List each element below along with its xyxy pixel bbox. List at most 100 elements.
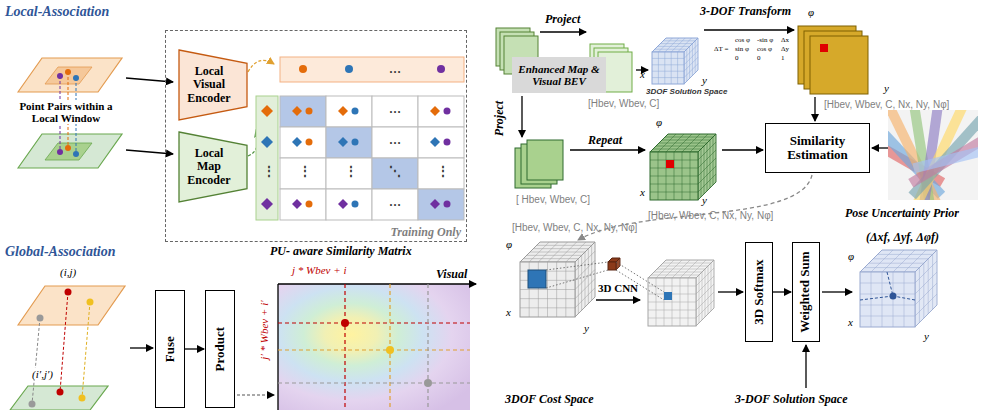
tensor-cube: [591, 245, 592, 300]
tensor-cube: [882, 250, 904, 272]
dashed-link: [237, 394, 274, 395]
annotation-text: Project: [492, 100, 507, 135]
point-dot: [65, 145, 71, 151]
tensor-cube: [659, 143, 707, 144]
tensor-cube: [663, 40, 695, 41]
annotation-text: …: [389, 62, 401, 77]
tensor-cube: [904, 250, 926, 272]
tensor-cube: [710, 140, 711, 188]
similarity-grid: [338, 199, 348, 209]
encoder-block: Local Visual Encoder: [178, 49, 248, 121]
similarity-grid: [352, 108, 359, 115]
tensor-cube: [662, 140, 710, 141]
tensor-cube: [520, 298, 575, 299]
node-label: Enhanced Map & Visual BEV: [516, 63, 602, 87]
tensor-cube: [682, 134, 700, 152]
annotation-text: x: [640, 186, 645, 198]
annotation-text: ⋱: [389, 164, 401, 179]
tensor-cube: [664, 52, 665, 84]
similarity-grid: [437, 65, 445, 73]
tensor-cube: [680, 260, 698, 278]
flow-arrow: [570, 149, 645, 150]
similarity-grid: [261, 65, 464, 220]
tensor-cube: [686, 49, 687, 81]
similarity-grid: [430, 137, 440, 147]
tensor-cube: [678, 38, 692, 52]
annotation-text: 1: [781, 54, 785, 62]
visual-bev-plate: [18, 286, 125, 325]
similarity-grid: [418, 96, 464, 127]
annotation-text: 3DOF Solution Space: [646, 87, 727, 96]
tensor-cube: [565, 262, 566, 317]
similarity-grid: [326, 158, 372, 189]
tensor-cube: [869, 263, 924, 264]
similarity-grid: [306, 108, 313, 115]
similarity-grid: [292, 199, 302, 209]
visual-bev-plate: [18, 58, 122, 92]
process-box: 3D Softmax: [745, 242, 773, 342]
heatmap-axis: [278, 283, 476, 284]
point-dot: [79, 395, 86, 402]
flow-arrow: [126, 30, 888, 388]
tensor-cube: [648, 278, 696, 326]
tensor-cube: [696, 292, 714, 310]
annotation-text: 0: [757, 54, 761, 62]
annotation-text: ⋮: [299, 164, 311, 179]
flow-arrow: [130, 347, 153, 348]
process-box: Product: [205, 290, 235, 408]
tensor-cube: [658, 46, 690, 47]
point-dot: [57, 149, 63, 155]
tensor-cube: [575, 279, 595, 299]
flow-arrow: [722, 149, 763, 150]
result-point: [890, 293, 897, 300]
tensor-cube: [608, 258, 620, 270]
tensor-cube: [665, 38, 679, 52]
node-label: Similarity Estimation: [770, 134, 865, 163]
annotation-text: [Hbev, Wbev, C, Nx, Ny, Nφ]: [512, 222, 637, 233]
tensor-cube: [658, 52, 659, 84]
tensor-cube: [652, 71, 684, 72]
point-dot: [341, 319, 349, 327]
node-label: Local Map Encoder: [183, 147, 235, 187]
annotation-text: [ Hbev, Wbev, C]: [516, 194, 590, 205]
tensor-cube: [860, 294, 915, 295]
tensor-cube: [533, 248, 588, 249]
similarity-grid: [280, 96, 326, 127]
map-bev-plate: [18, 134, 122, 168]
map-feature-column: [256, 96, 278, 220]
annotation-text: [Hbev, Wbev, C, Nx, Ny, Nφ]: [648, 210, 773, 221]
node-label: Local Visual Encoder: [183, 65, 235, 105]
tensor-cube: [860, 316, 915, 317]
node-label: Weighted Sum: [799, 251, 813, 332]
encoder-shape: [179, 132, 247, 202]
annotation-text: Repeat: [588, 133, 622, 148]
tensor-cube: [690, 152, 691, 200]
similarity-grid: [418, 127, 464, 158]
annotation-text: …: [389, 102, 401, 117]
similarity-grid: [372, 158, 418, 189]
index-guide: [427, 284, 428, 410]
result-guide: [860, 296, 893, 300]
annotation-text: y: [584, 322, 589, 334]
tensor-cube: [650, 134, 716, 200]
tensor-cube: [871, 250, 893, 272]
visual-bev-plate: [18, 286, 125, 325]
annotation-text: -sin φ: [757, 36, 773, 44]
index-guide: [344, 284, 345, 410]
similarity-grid: [338, 137, 348, 147]
tensor-cube: [688, 260, 706, 278]
annotation-text: 3D CNN: [598, 282, 638, 294]
tensor-cube: [882, 272, 883, 327]
tensor-cube: [663, 263, 711, 264]
tensor-cube: [530, 252, 585, 253]
tensor-cube: [650, 184, 698, 185]
tensor-cube: [690, 134, 708, 152]
annotation-text: x: [640, 68, 645, 80]
similarity-grid: [372, 96, 418, 127]
similarity-grid: [430, 106, 440, 116]
annotation-text: j′ * Wbev + i′: [258, 300, 270, 359]
tensor-cube: [657, 269, 705, 270]
point-dot: [29, 289, 94, 408]
visual-feature-row: [280, 57, 464, 82]
